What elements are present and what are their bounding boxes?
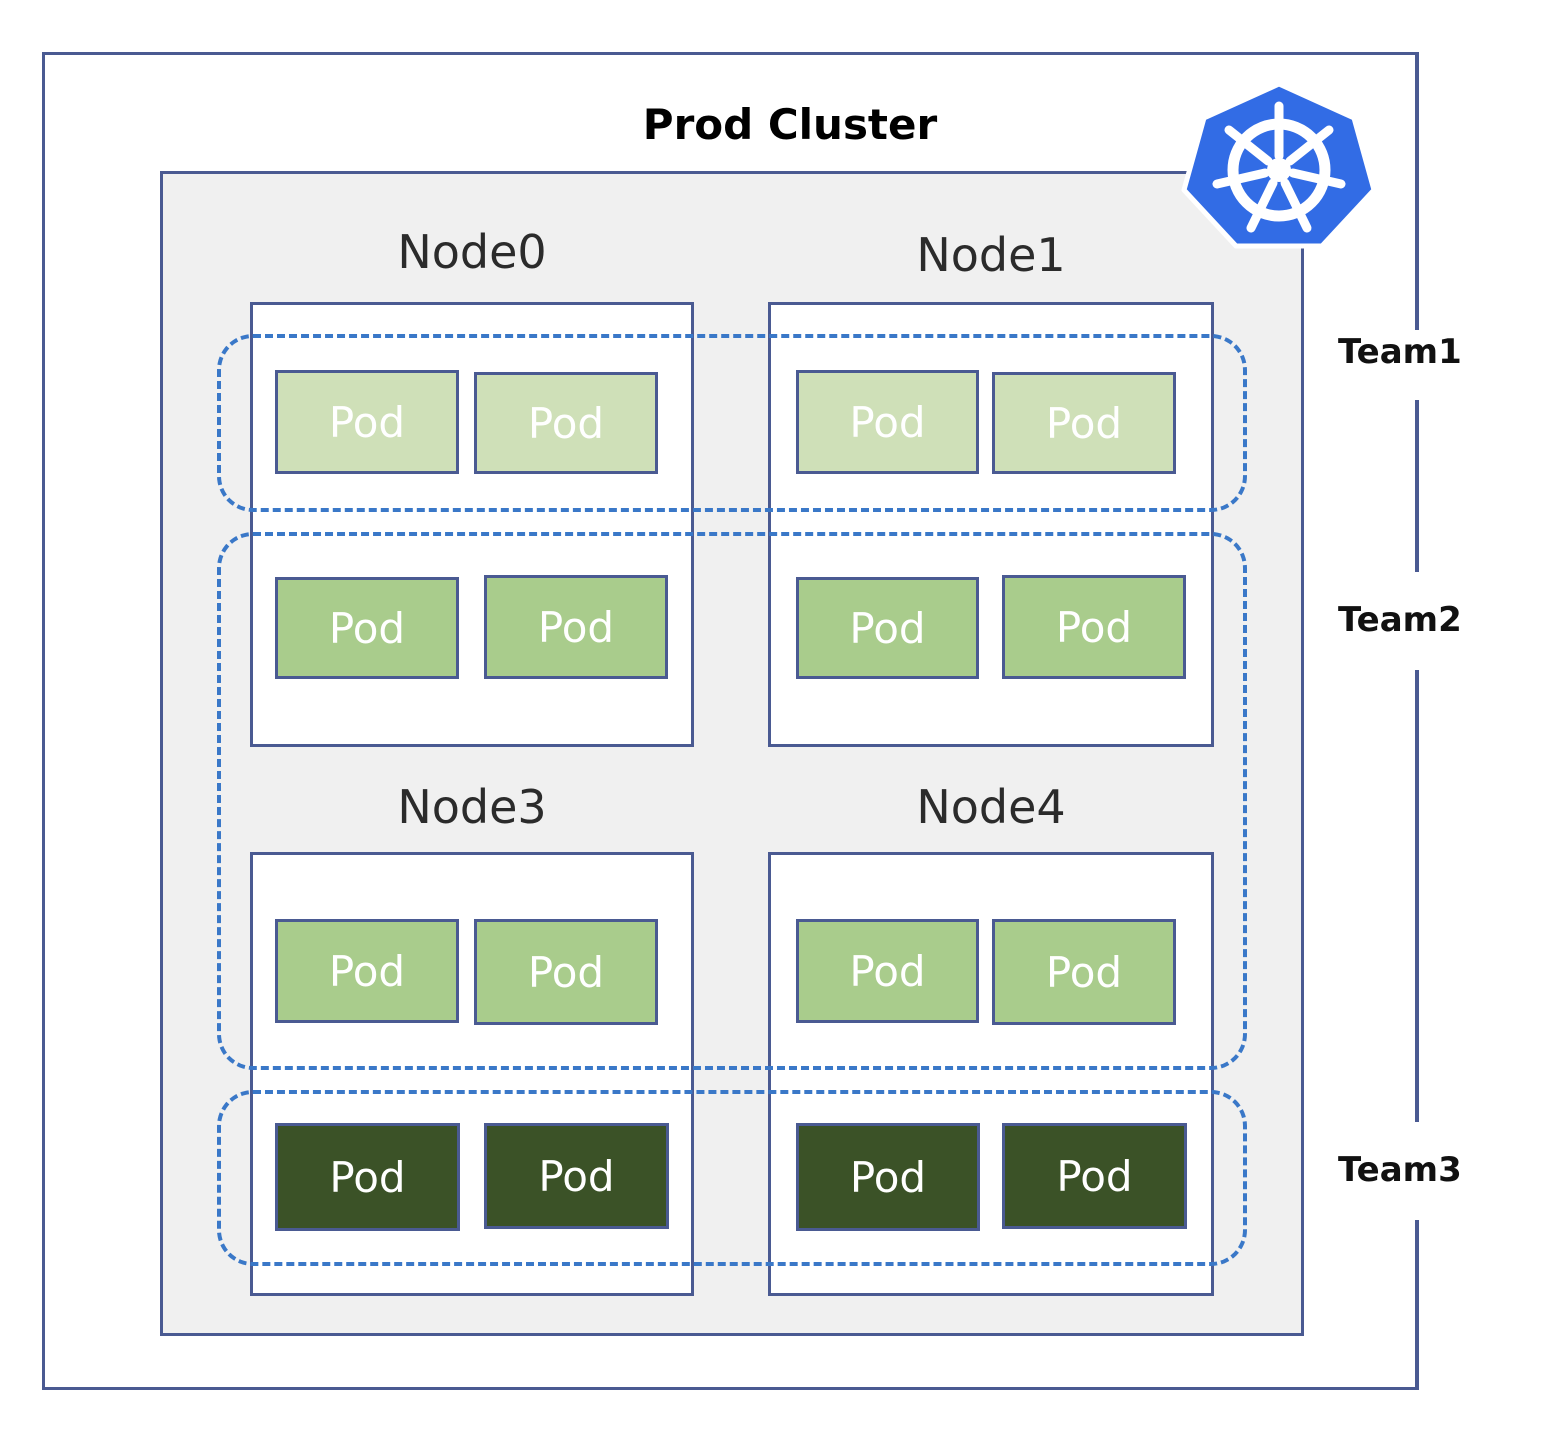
pod-team2-node0-a: Pod <box>275 577 459 679</box>
node-label-node3: Node3 <box>397 780 547 834</box>
node-label-node4: Node4 <box>916 780 1066 834</box>
pod-team2-node4-a: Pod <box>796 919 979 1023</box>
team-label-team1: Team1 <box>1338 330 1478 400</box>
pod-team3-node3-b: Pod <box>484 1123 669 1229</box>
team-label-team3: Team3 <box>1338 1122 1478 1220</box>
team-bracket-line <box>1415 52 1419 1390</box>
team3-group <box>217 1090 1247 1266</box>
pod-team2-node0-b: Pod <box>484 575 668 679</box>
pod-team1-node1-b: Pod <box>992 372 1176 474</box>
pod-team2-node4-b: Pod <box>992 919 1176 1025</box>
kubernetes-logo-icon <box>1172 78 1386 250</box>
pod-team1-node0-a: Pod <box>275 370 459 474</box>
pod-team2-node1-a: Pod <box>796 577 979 679</box>
node-label-node1: Node1 <box>916 228 1066 282</box>
pod-team3-node3-a: Pod <box>275 1123 460 1231</box>
pod-team3-node4-b: Pod <box>1002 1123 1187 1229</box>
team-label-team2: Team2 <box>1338 572 1478 670</box>
team2-group <box>217 532 1247 1070</box>
pod-team1-node0-b: Pod <box>474 372 658 474</box>
pod-team2-node3-b: Pod <box>474 919 658 1025</box>
pod-team3-node4-a: Pod <box>796 1123 980 1231</box>
team1-group <box>217 334 1247 512</box>
pod-team2-node3-a: Pod <box>275 919 459 1023</box>
cluster-title: Prod Cluster <box>642 100 938 149</box>
node-label-node0: Node0 <box>397 225 547 279</box>
pod-team1-node1-a: Pod <box>796 370 979 474</box>
pod-team2-node1-b: Pod <box>1002 575 1186 679</box>
